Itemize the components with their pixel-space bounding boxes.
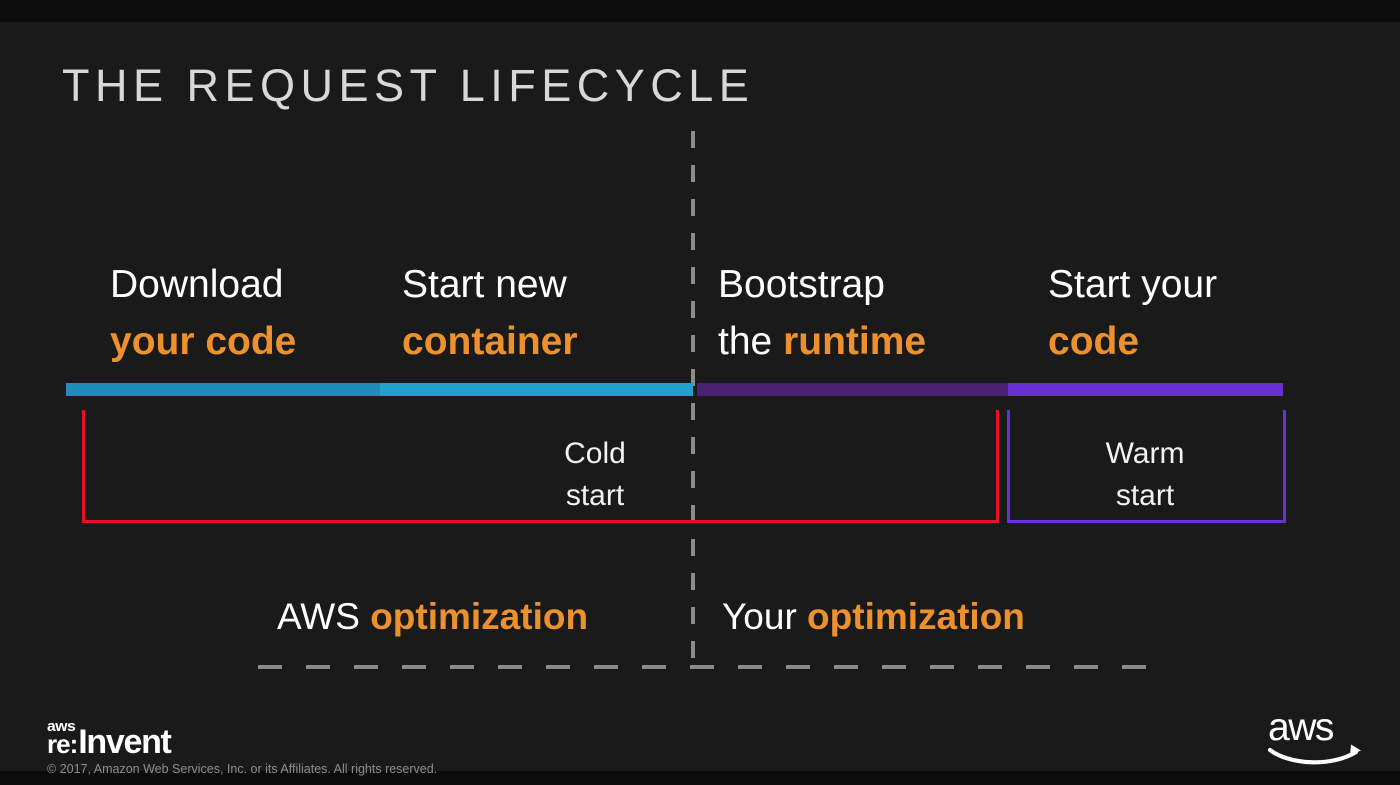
phase-4-line1: Start your <box>1048 263 1218 306</box>
phase-3-highlight: runtime <box>783 320 927 363</box>
phase-3-line1: Bootstrap <box>718 263 885 306</box>
phase-2-line1: Start new <box>402 263 567 306</box>
aws-smile-arrow-icon <box>1268 744 1361 765</box>
page-title: THE REQUEST LIFECYCLE <box>62 60 755 111</box>
lifecycle-timeline-bar <box>66 383 1283 396</box>
warm-start-label-line1: Warm <box>1105 437 1185 470</box>
your-optimization-label: Your optimization <box>722 596 1025 638</box>
your-optimization-highlight: optimization <box>807 596 1025 637</box>
phase-4-highlight: code <box>1048 320 1140 363</box>
top-edge-strip <box>0 0 1400 22</box>
phase-3-prefix: the <box>718 320 784 363</box>
reinvent-invent-text: Invent <box>78 723 172 761</box>
reinvent-logo-row: aws re: Invent <box>47 718 172 761</box>
aws-optimization-highlight: optimization <box>370 596 589 637</box>
timeline-segment-container <box>380 383 693 396</box>
warm-start-bracket <box>1007 410 1286 523</box>
phase-2-highlight: container <box>402 320 578 363</box>
aws-logo: aws <box>1268 706 1366 767</box>
warm-start-label: Warm start <box>1050 433 1240 517</box>
cold-start-label: Cold start <box>500 433 690 517</box>
phase-label-start-new-container: Start new container <box>402 256 578 370</box>
your-optimization-prefix: Your <box>722 596 808 637</box>
phase-4-line2: code <box>1048 313 1217 370</box>
reinvent-logo-stack: aws re: <box>47 718 78 759</box>
phase-2-line2: container <box>402 313 578 370</box>
phase-label-start-your-code: Start your code <box>1048 256 1217 370</box>
phase-1-highlight: your code <box>110 320 297 363</box>
optimization-divider-horizontal <box>258 665 1151 669</box>
aws-wordmark-text: aws <box>1268 706 1334 749</box>
aws-optimization-label: AWS optimization <box>277 596 588 638</box>
reinvent-aws-text: aws <box>47 718 76 735</box>
cold-start-label-line1: Cold <box>564 437 626 470</box>
phase-label-bootstrap-the-runtime: Bootstrap the runtime <box>718 256 926 370</box>
aws-optimization-prefix: AWS <box>277 596 371 637</box>
phase-label-download-your-code: Download your code <box>110 256 296 370</box>
phase-1-line2: your code <box>110 313 296 370</box>
cold-start-label-line2: start <box>565 479 625 512</box>
cold-start-bracket <box>82 410 999 523</box>
phase-3-line2: the runtime <box>718 313 926 370</box>
copyright-text: © 2017, Amazon Web Services, Inc. or its… <box>47 762 438 776</box>
reinvent-logo: aws re: Invent <box>47 718 172 761</box>
timeline-segment-your-code <box>1008 383 1283 396</box>
timeline-segment-runtime <box>697 383 1008 396</box>
responsibility-divider-vertical <box>691 131 695 659</box>
phase-1-line1: Download <box>110 263 284 306</box>
reinvent-re-text: re: <box>47 729 78 759</box>
timeline-segment-download <box>66 383 380 396</box>
warm-start-label-line2: start <box>1115 479 1175 512</box>
